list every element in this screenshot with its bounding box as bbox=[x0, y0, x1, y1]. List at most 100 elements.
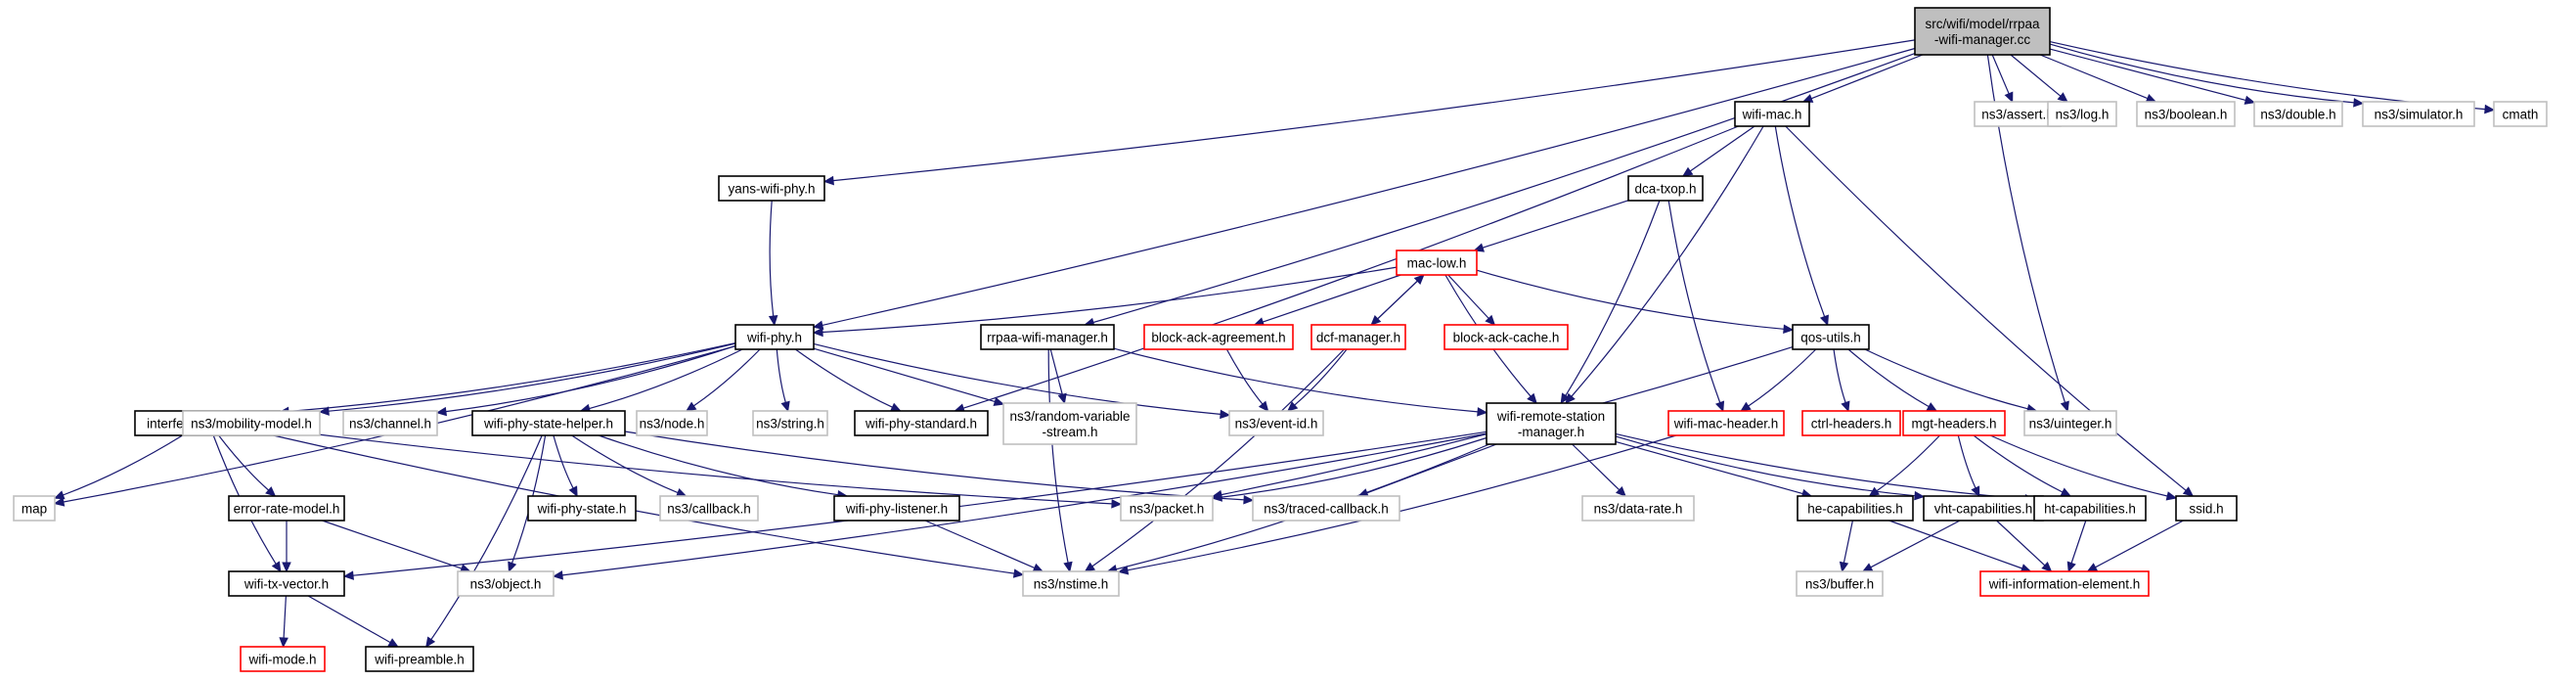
edge-arrowhead bbox=[1084, 562, 1096, 572]
edge-arrowhead bbox=[1032, 563, 1044, 572]
edge-block_ack_agr-to-event_id bbox=[1225, 348, 1269, 412]
edge-line bbox=[1996, 520, 2046, 567]
edge-arrowhead bbox=[265, 486, 277, 497]
node-preamble[interactable]: wifi-preamble.h bbox=[365, 646, 474, 672]
node-ctrl-headers[interactable]: ctrl-headers.h bbox=[1801, 410, 1901, 436]
node-box bbox=[182, 410, 321, 436]
node-box bbox=[1667, 410, 1785, 436]
node-yans-wifi-phy[interactable]: yans-wifi-phy.h bbox=[718, 175, 825, 202]
edge-line bbox=[1847, 348, 1930, 408]
edge-line bbox=[63, 434, 183, 496]
edge-arrowhead bbox=[1243, 495, 1255, 505]
edge-ssid-to-info_elem bbox=[2086, 520, 2184, 572]
node-label: block-ack-cache.h bbox=[1453, 331, 1560, 345]
node-mac-low[interactable]: mac-low.h bbox=[1396, 250, 1478, 276]
edge-line bbox=[2010, 54, 2062, 97]
edge-line bbox=[1571, 125, 1764, 397]
edge-error_rate-to-object bbox=[322, 520, 471, 573]
node-wifi-mac[interactable]: wifi-mac.h bbox=[1734, 101, 1810, 127]
edge-line bbox=[1774, 125, 1826, 317]
node-phy-standard[interactable]: wifi-phy-standard.h bbox=[854, 410, 989, 436]
edge-line bbox=[1864, 348, 2028, 410]
node-label: ns3/random-variable bbox=[1009, 409, 1130, 424]
edge-remote_station-to-ht_cap bbox=[1615, 432, 2036, 504]
edge-arrowhead bbox=[435, 406, 447, 417]
edge-wifi_phy-to-interference bbox=[278, 342, 736, 417]
edge-root-to-wifi_mac bbox=[1801, 54, 1924, 103]
edge-mgt_headers-to-ssid bbox=[1989, 434, 2178, 501]
node-box bbox=[1143, 324, 1294, 350]
node-phy-state-helper[interactable]: wifi-phy-state-helper.h bbox=[471, 410, 626, 436]
edge-arrowhead bbox=[812, 320, 824, 330]
edge-line bbox=[1221, 436, 1488, 498]
node-dca-txop[interactable]: dca-txop.h bbox=[1627, 175, 1704, 202]
node-label: -wifi-manager.cc bbox=[1934, 32, 2031, 47]
node-ssid[interactable]: ssid.h bbox=[2175, 495, 2238, 522]
edge-wifi_mac-to-ssid bbox=[1785, 125, 2195, 497]
edge-phy_state_helper-to-callback bbox=[571, 434, 688, 497]
node-label: -manager.h bbox=[1518, 425, 1584, 439]
edge-arrowhead bbox=[2484, 104, 2496, 114]
node-tx-vector[interactable]: wifi-tx-vector.h bbox=[228, 570, 345, 597]
node-info-elem[interactable]: wifi-information-element.h bbox=[1979, 570, 2150, 597]
edge-root-to-yans_wifi_phy bbox=[822, 39, 1916, 186]
edge-arrowhead bbox=[1839, 561, 1849, 573]
edge-arrowhead bbox=[822, 175, 834, 186]
edge-line bbox=[2095, 520, 2184, 568]
edge-interference-to-error_rate bbox=[218, 434, 277, 497]
edge-line bbox=[307, 595, 391, 644]
edge-mac_header-to-nstime bbox=[1117, 434, 1677, 575]
node-wifi-phy[interactable]: wifi-phy.h bbox=[734, 324, 815, 350]
node-label: wifi-mode.h bbox=[247, 653, 316, 667]
edge-arrowhead bbox=[780, 400, 790, 413]
edge-rrpaa_mgr-to-random_var bbox=[1049, 348, 1067, 405]
node-box bbox=[365, 646, 474, 672]
node-phy-state[interactable]: wifi-phy-state.h bbox=[527, 495, 637, 522]
node-block-ack-cache[interactable]: block-ack-cache.h bbox=[1443, 324, 1569, 350]
edge-arrowhead bbox=[2243, 95, 2256, 105]
edge-qos_utils-to-uinteger bbox=[1864, 348, 2038, 414]
node-label: rrpaa-wifi-manager.h bbox=[987, 331, 1108, 345]
edge-line bbox=[553, 434, 574, 489]
node-box bbox=[1979, 570, 2150, 597]
edge-line bbox=[571, 434, 679, 494]
edge-error_rate-to-tx_vector bbox=[282, 520, 291, 573]
node-log: ns3/log.h bbox=[2047, 101, 2117, 127]
edge-line bbox=[1092, 53, 1916, 324]
edge-rrpaa_mgr-to-nstime bbox=[1047, 348, 1073, 573]
node-ht-cap[interactable]: ht-capabilities.h bbox=[2033, 495, 2147, 522]
node-rrpaa-mgr[interactable]: rrpaa-wifi-manager.h bbox=[980, 324, 1115, 350]
edge-mgt_headers-to-he_cap bbox=[1868, 434, 1940, 497]
edge-line bbox=[1049, 348, 1063, 395]
edge-arrowhead bbox=[685, 401, 697, 412]
edge-line bbox=[1748, 348, 1817, 407]
edge-line bbox=[328, 342, 736, 412]
edge-line bbox=[794, 348, 893, 408]
node-box bbox=[833, 495, 960, 522]
node-label: ns3/callback.h bbox=[667, 502, 751, 517]
node-vht-cap[interactable]: vht-capabilities.h bbox=[1923, 495, 2044, 522]
node-he-cap[interactable]: he-capabilities.h bbox=[1797, 495, 1914, 522]
node-error-rate[interactable]: error-rate-model.h bbox=[228, 495, 345, 522]
node-box bbox=[1796, 570, 1884, 597]
edge-arrowhead bbox=[342, 570, 354, 580]
node-block-ack-agr[interactable]: block-ack-agreement.h bbox=[1143, 324, 1294, 350]
node-box bbox=[2033, 495, 2147, 522]
node-root[interactable]: src/wifi/model/rrpaa-wifi-manager.cc bbox=[1914, 7, 2051, 56]
node-label: ns3/traced-callback.h bbox=[1264, 502, 1389, 517]
node-remote-station[interactable]: wifi-remote-station-manager.h bbox=[1486, 402, 1617, 445]
edge-arrowhead bbox=[53, 497, 66, 507]
edge-line bbox=[1973, 434, 2064, 493]
node-wifi-mode[interactable]: wifi-mode.h bbox=[240, 646, 326, 672]
edge-arrowhead bbox=[2086, 563, 2099, 572]
node-box bbox=[1486, 402, 1617, 445]
node-mac-header[interactable]: wifi-mac-header.h bbox=[1667, 410, 1785, 436]
node-dcf-manager[interactable]: dcf-manager.h bbox=[1310, 324, 1406, 350]
node-label: qos-utils.h bbox=[1800, 331, 1861, 345]
node-mgt-headers[interactable]: mgt-headers.h bbox=[1902, 410, 2006, 436]
node-qos-utils[interactable]: qos-utils.h bbox=[1792, 324, 1870, 350]
node-phy-listener[interactable]: wifi-phy-listener.h bbox=[833, 495, 960, 522]
edge-dca_txop-to-remote_station bbox=[1560, 200, 1661, 405]
edge-wifi_phy-to-random_var bbox=[813, 347, 1005, 406]
node-assert: ns3/assert.h bbox=[1974, 101, 2062, 127]
